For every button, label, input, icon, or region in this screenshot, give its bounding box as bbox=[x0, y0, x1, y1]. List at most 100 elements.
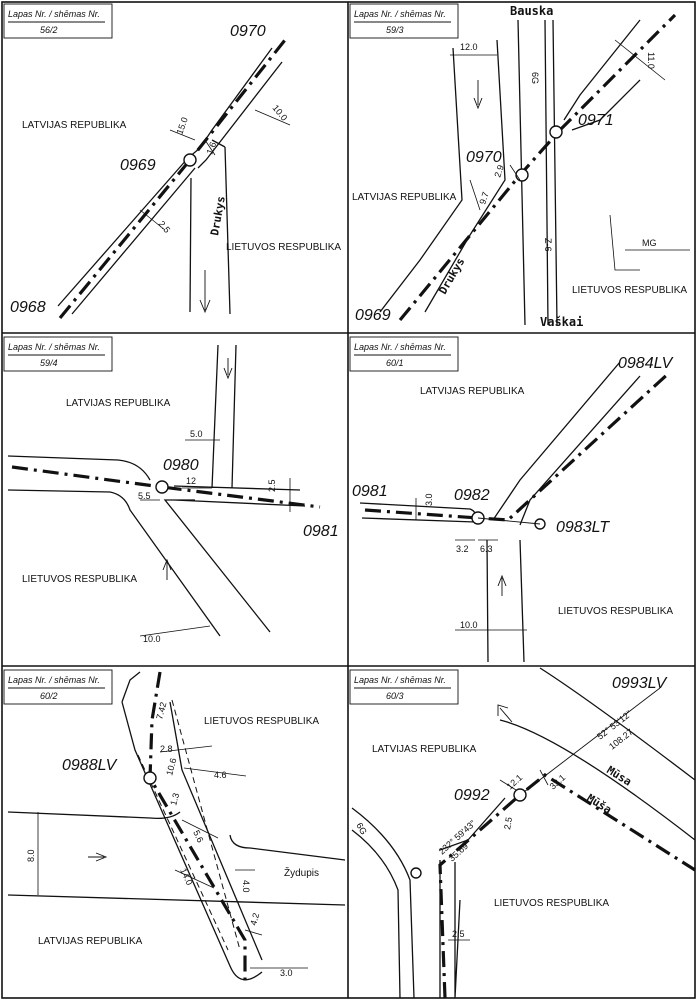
dim-label: 5.5 bbox=[138, 491, 151, 501]
sheet-label-box: Lapas Nr. / shēmas Nr. 60/3 bbox=[349, 669, 459, 705]
road-name: Drukys bbox=[208, 195, 228, 236]
country-label-lt: LIETUVOS RESPUBLIKA bbox=[226, 242, 341, 253]
point-label-0984LV: 0984LV bbox=[618, 355, 674, 372]
road-name: Drukys bbox=[436, 256, 467, 297]
sheet-label-box: Lapas Nr. / shēmas Nr. 56/2 bbox=[3, 3, 113, 39]
point-label-0982: 0982 bbox=[454, 487, 490, 504]
dim-label: 15.0 bbox=[174, 116, 189, 136]
dim-label: 11.0 bbox=[646, 52, 656, 69]
dim-label: 2.9 bbox=[492, 164, 505, 179]
sheet-number: 60/3 bbox=[386, 691, 404, 701]
river-name-2: Mūša bbox=[584, 792, 613, 817]
boundary-point-0988LV bbox=[143, 771, 157, 785]
river-name: Žydupis bbox=[284, 866, 319, 879]
boundary-line bbox=[11, 465, 321, 509]
point-label-0988LV: 0988LV bbox=[62, 757, 118, 774]
country-label-lv: LATVIJAS REPUBLIKA bbox=[372, 744, 477, 755]
direction-arrow bbox=[88, 852, 108, 862]
sheet-number: 59/4 bbox=[40, 358, 58, 368]
panel-56-2: Lapas Nr. / shēmas Nr. 56/2 0970 0969 09… bbox=[3, 3, 341, 320]
country-label-lt: LIETUVOS RESPUBLIKA bbox=[558, 606, 673, 617]
road-code-south: Z-6 bbox=[543, 238, 553, 252]
road-edge bbox=[379, 19, 641, 326]
boundary-line bbox=[58, 39, 287, 320]
direction-arrow bbox=[162, 358, 233, 580]
dim-label: 10.0 bbox=[270, 103, 289, 123]
panel-60-2: Lapas Nr. / shēmas Nr. 60/2 0988LV LATVI… bbox=[3, 669, 346, 985]
point-label-0969: 0969 bbox=[355, 307, 391, 324]
boundary-point-0970 bbox=[515, 168, 529, 182]
dim-label: 2.5 bbox=[267, 479, 277, 492]
direction-arrow bbox=[497, 574, 507, 596]
place-north: Bauska bbox=[510, 4, 553, 18]
dimension-line bbox=[37, 745, 308, 969]
dim-label: 4.0 bbox=[241, 880, 251, 893]
dim-label: 10.0 bbox=[460, 620, 478, 630]
road-edge bbox=[7, 344, 306, 637]
dim-label: 2.5 bbox=[156, 219, 172, 235]
dim-label: 2.8 bbox=[160, 744, 173, 754]
dimension-line bbox=[415, 498, 527, 631]
dim-label: 4.6 bbox=[214, 770, 227, 780]
dim-label: 4.2 bbox=[248, 912, 261, 927]
dim-label: 3.0 bbox=[280, 968, 293, 978]
river-name-1: Mūsa bbox=[604, 764, 633, 789]
panel-59-3: Lapas Nr. / shēmas Nr. 59/3 Bauska Vaška… bbox=[349, 3, 690, 329]
road-edge bbox=[359, 361, 641, 663]
dimension-line bbox=[477, 517, 541, 525]
sheet-number: 59/3 bbox=[386, 25, 404, 35]
dim-label: 8.0 bbox=[26, 849, 36, 862]
boundary-line bbox=[398, 13, 677, 322]
sheet-label-box: Lapas Nr. / shēmas Nr. 60/2 bbox=[3, 669, 113, 705]
panel-60-1: Lapas Nr. / shēmas Nr. 60/1 0984LV 0981 … bbox=[349, 336, 674, 663]
country-label-lt: LIETUVOS RESPUBLIKA bbox=[572, 285, 687, 296]
point-label-0970: 0970 bbox=[466, 149, 502, 166]
sheet-label-caption: Lapas Nr. / shēmas Nr. bbox=[8, 342, 100, 352]
dim-label: 7.42 bbox=[154, 701, 168, 721]
buffer-line bbox=[137, 699, 241, 951]
dimension-line bbox=[139, 109, 291, 231]
dim-label: 33.1 bbox=[548, 772, 568, 791]
point-label-0971: 0971 bbox=[578, 112, 614, 129]
sheet-number: 56/2 bbox=[40, 25, 58, 35]
road-edge bbox=[7, 671, 346, 981]
boundary-point bbox=[410, 867, 422, 879]
sheet-label-caption: Lapas Nr. / shēmas Nr. bbox=[354, 675, 446, 685]
country-label-lv: LATVIJAS REPUBLIKA bbox=[38, 936, 143, 947]
point-label-0983LT: 0983LT bbox=[556, 519, 610, 536]
country-label-lv: LATVIJAS REPUBLIKA bbox=[66, 398, 171, 409]
dim-label: 14.0 bbox=[178, 867, 194, 887]
sheet-number: 60/2 bbox=[40, 691, 58, 701]
sheet-label-caption: Lapas Nr. / shēmas Nr. bbox=[8, 9, 100, 19]
area-label: MG bbox=[642, 238, 657, 248]
dim-label: 10.6 bbox=[164, 757, 178, 777]
dimension-line bbox=[450, 39, 690, 271]
country-label-lv: LATVIJAS REPUBLIKA bbox=[22, 120, 127, 131]
dim-label: 12.0 bbox=[460, 42, 478, 52]
boundary-point-0980 bbox=[155, 480, 169, 494]
dimension-line bbox=[448, 769, 549, 941]
dim-label: 5.0 bbox=[190, 429, 203, 439]
dim-label: 6.3 bbox=[480, 544, 493, 554]
road-edge bbox=[57, 47, 283, 315]
point-label-0968: 0968 bbox=[10, 299, 46, 316]
boundary-point-0969 bbox=[183, 153, 197, 167]
dim-label: 5.6 bbox=[191, 829, 205, 845]
point-label-0992: 0992 bbox=[454, 787, 490, 804]
dim-label: 3.2 bbox=[456, 544, 469, 554]
dim-label: 1.3 bbox=[168, 792, 181, 807]
point-label-0970: 0970 bbox=[230, 23, 266, 40]
country-label-lt: LIETUVOS RESPUBLIKA bbox=[22, 574, 137, 585]
dim-label: 2.5 bbox=[502, 816, 514, 830]
direction-arrow bbox=[473, 80, 483, 110]
dim-label: 12 bbox=[186, 476, 196, 486]
road-edge bbox=[351, 667, 696, 999]
dim-label: 1.6 bbox=[204, 141, 218, 156]
sheet-label-box: Lapas Nr. / shēmas Nr. 59/4 bbox=[3, 336, 113, 372]
panel-60-3: Lapas Nr. / shēmas Nr. 60/3 0993LV 0992 … bbox=[349, 667, 696, 999]
point-label-0981: 0981 bbox=[303, 523, 339, 540]
sheet-label-caption: Lapas Nr. / shēmas Nr. bbox=[8, 675, 100, 685]
dim-label: 9.7 bbox=[477, 191, 490, 206]
point-label-0969: 0969 bbox=[120, 157, 156, 174]
